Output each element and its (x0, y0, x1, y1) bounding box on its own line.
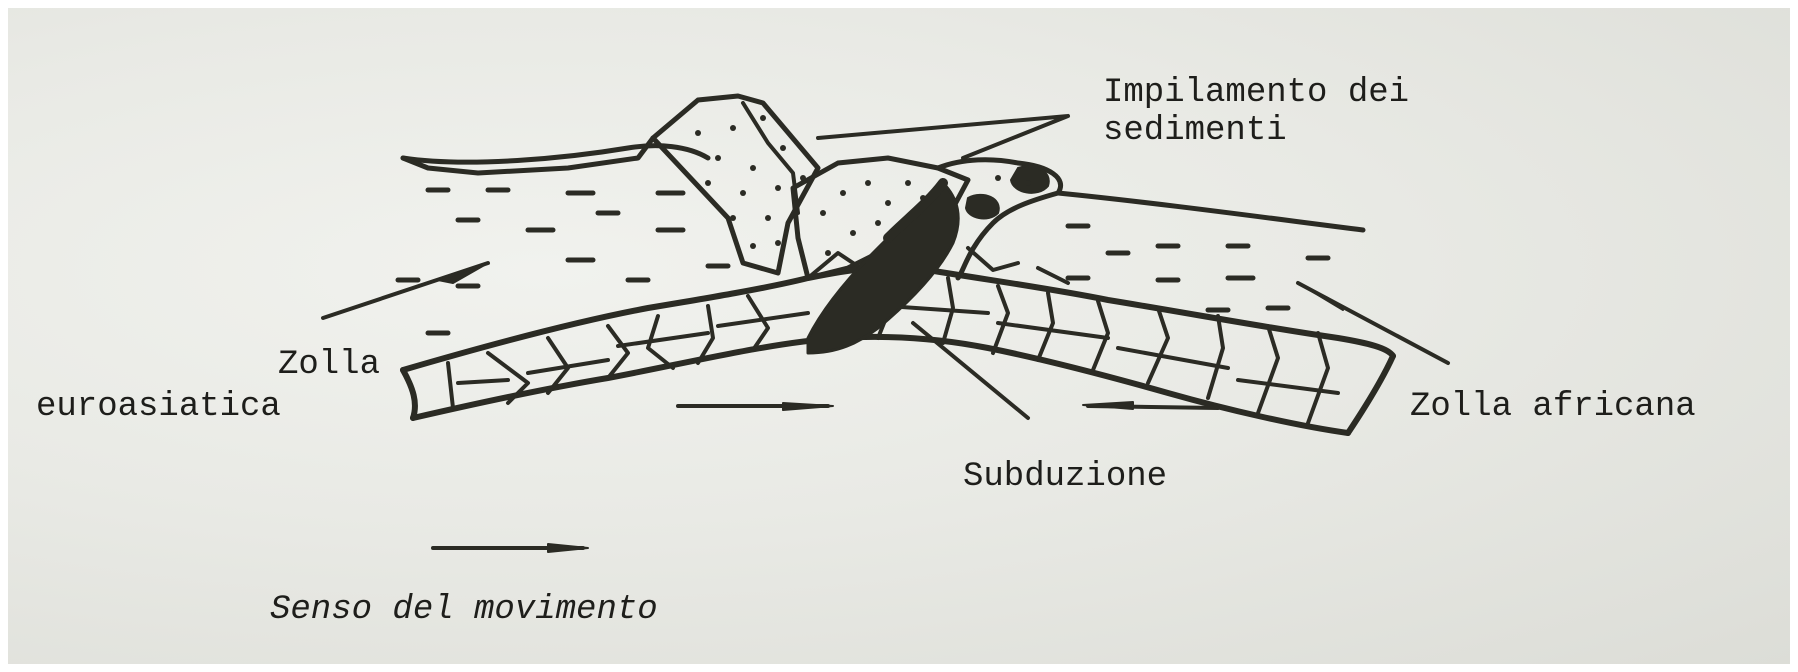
arrowhead-euroasiatica (438, 263, 488, 283)
legend-arrowhead (548, 544, 588, 552)
magma-blob (1011, 166, 1049, 192)
sediment-block-divider (743, 103, 798, 213)
sea-surface-right (1058, 193, 1363, 230)
scanned-page: Impilamento dei sedimenti Zolla euroasia… (8, 8, 1790, 664)
leader-impilamento (818, 116, 1068, 158)
sea-dashes-left (398, 190, 728, 333)
arrowhead-africana (1298, 283, 1343, 310)
label-sedimenti: sedimenti (1103, 114, 1287, 148)
label-zolla-euroasiatica-2: euroasiatica (36, 390, 281, 424)
label-senso-del-movimento: Senso del movimento (270, 593, 658, 627)
euro-plate-left-edge (403, 370, 415, 418)
magma-blob-2 (966, 195, 999, 219)
label-impilamento: Impilamento dei (1103, 76, 1409, 110)
label-subduzione: Subduzione (963, 460, 1167, 494)
subduction-diagram (8, 8, 1790, 664)
label-zolla-euroasiatica-1: Zolla (230, 348, 380, 382)
euro-wedge-outline (403, 138, 653, 173)
african-plate-right-edge (1348, 356, 1393, 433)
leader-subduzione (913, 323, 1028, 418)
label-zolla-africana: Zolla africana (1410, 390, 1696, 424)
